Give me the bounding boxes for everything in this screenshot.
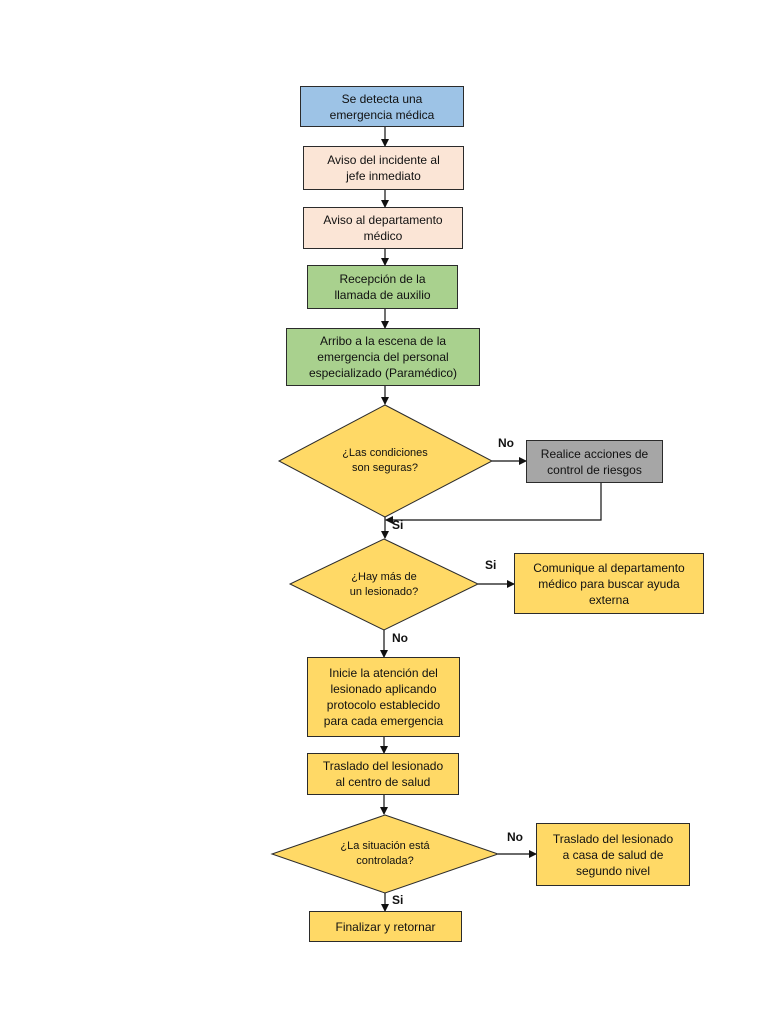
node-external-help-label: Comunique al departamento médico para bu… — [533, 560, 685, 607]
node-transfer-second-level-label: Traslado del lesionado a casa de salud d… — [552, 831, 674, 878]
node-external-help: Comunique al departamento médico para bu… — [514, 553, 704, 614]
node-start-care: Inicie la atención del lesionado aplican… — [307, 657, 460, 737]
node-call-reception-label: Recepción de la llamada de auxilio — [334, 272, 431, 302]
node-notify-boss-label: Aviso del incidente al jefe inmediato — [327, 153, 440, 183]
node-paramedic-arrival-label: Arribo a la escena de la emergencia del … — [308, 334, 458, 380]
node-risk-control-label: Realice acciones de control de riesgos — [540, 446, 649, 477]
node-start-care-label: Inicie la atención del lesionado aplican… — [323, 666, 444, 728]
node-finish-label: Finalizar y retornar — [335, 919, 436, 934]
node-notify-medical: Aviso al departamento médico — [303, 207, 463, 249]
node-detect-emergency: Se detecta una emergencia médica — [300, 86, 464, 127]
node-risk-control: Realice acciones de control de riesgos — [526, 440, 663, 483]
node-call-reception: Recepción de la llamada de auxilio — [307, 265, 458, 309]
edge-label-safe-yes: Si — [392, 518, 404, 532]
node-detect-emergency-label: Se detecta una emergencia médica — [329, 91, 435, 122]
node-notify-medical-label: Aviso al departamento médico — [323, 213, 443, 243]
node-transfer-health-center: Traslado del lesionado al centro de salu… — [307, 753, 459, 795]
arrow-risk-return — [385, 483, 602, 524]
edge-label-multiple-yes: Si — [485, 558, 497, 572]
edge-label-controlled-yes: Si — [392, 893, 404, 907]
edge-label-multiple-no: No — [392, 631, 408, 645]
decision-controlled-label: ¿La situación está controlada? — [340, 840, 430, 867]
edge-label-safe-no: No — [498, 436, 514, 450]
node-finish: Finalizar y retornar — [309, 911, 462, 942]
node-transfer-second-level: Traslado del lesionado a casa de salud d… — [536, 823, 690, 886]
node-paramedic-arrival: Arribo a la escena de la emergencia del … — [286, 328, 480, 386]
node-transfer-health-center-label: Traslado del lesionado al centro de salu… — [322, 759, 444, 789]
node-notify-boss: Aviso del incidente al jefe inmediato — [303, 146, 464, 190]
decision-multiple-label: ¿Hay más de un lesionado? — [349, 571, 419, 598]
decision-safe-label: ¿Las condiciones son seguras? — [342, 447, 428, 474]
edge-label-controlled-no: No — [507, 830, 523, 844]
